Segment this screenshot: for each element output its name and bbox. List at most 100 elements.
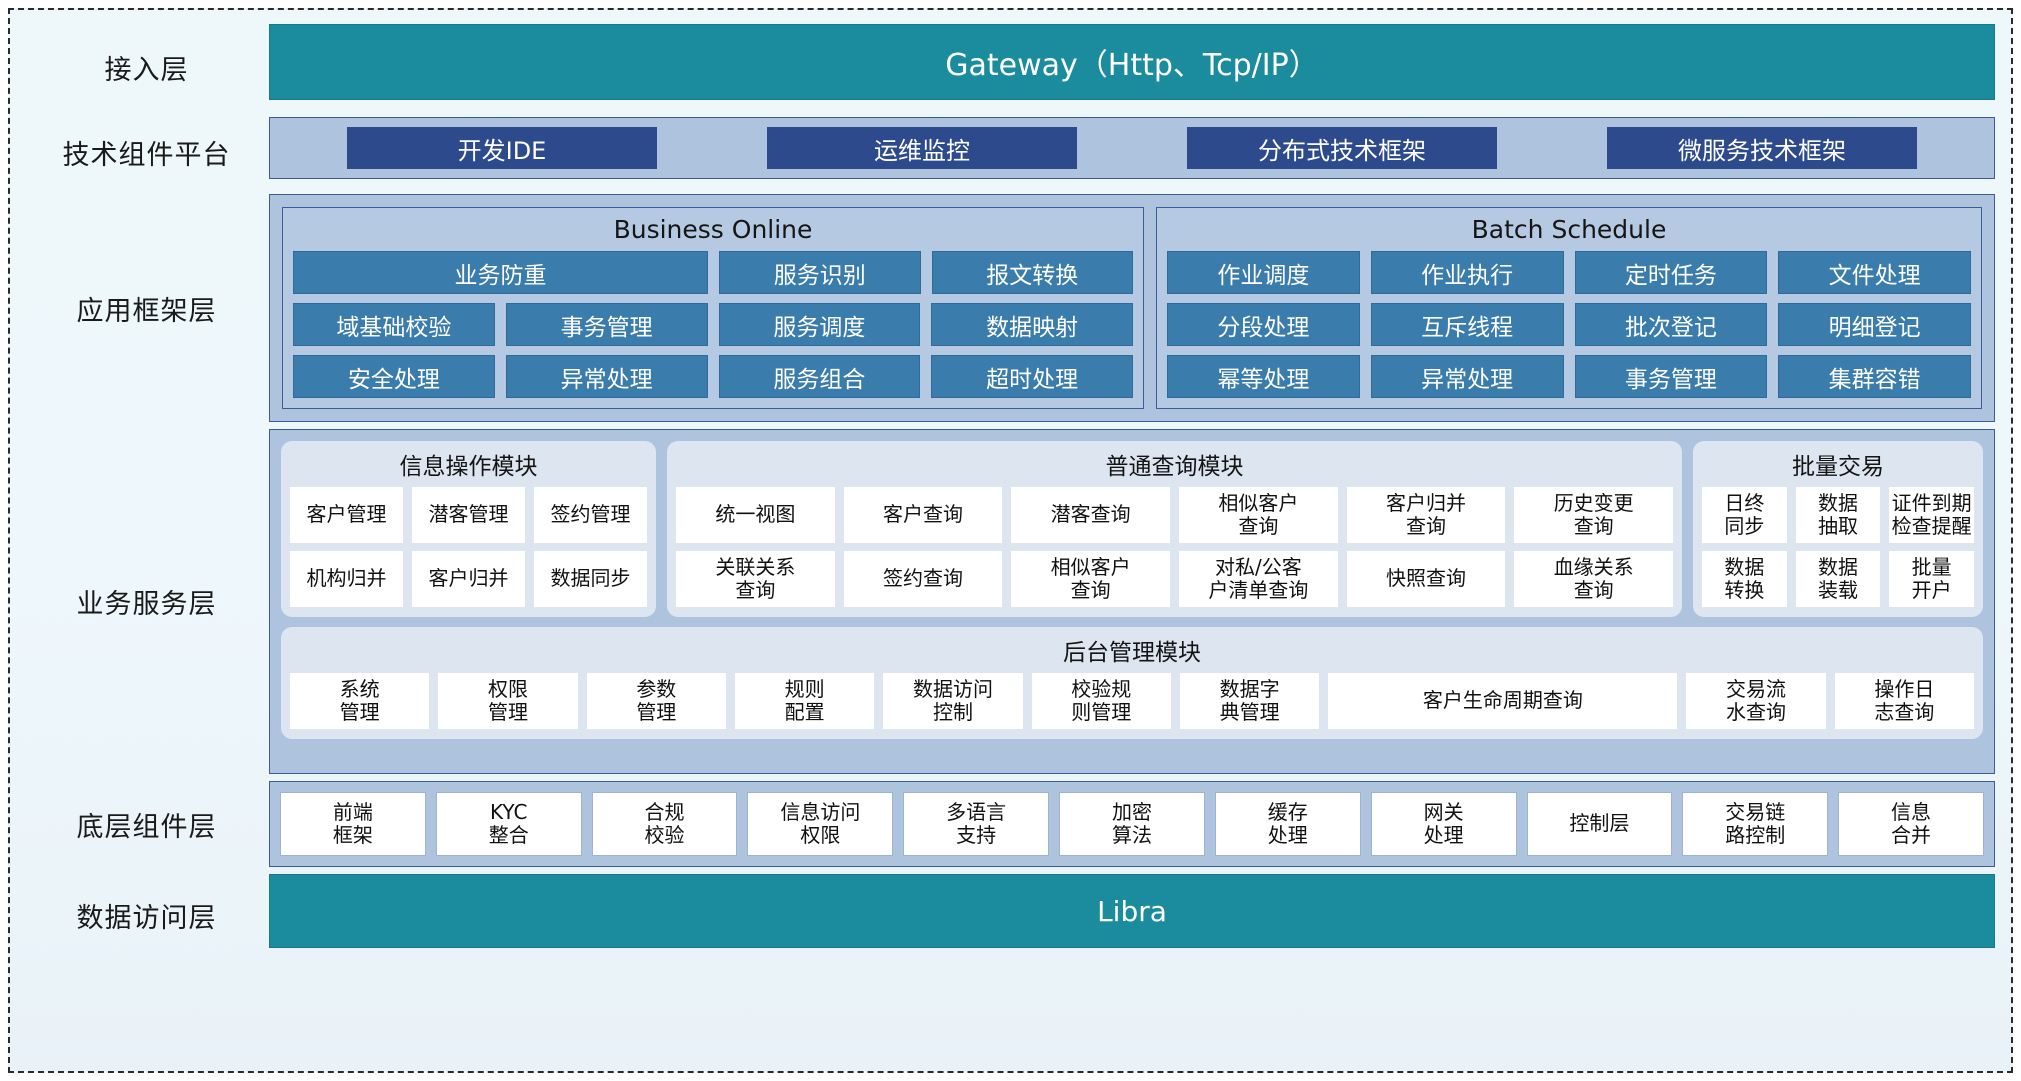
layer-label-access: 接入层 bbox=[104, 54, 189, 86]
appf-cell-service-dispatch[interactable]: 服务调度 bbox=[718, 303, 921, 346]
tech-chip-ide[interactable]: 开发IDE bbox=[347, 127, 657, 169]
appf-cell-job-execute[interactable]: 作业执行 bbox=[1370, 251, 1564, 294]
admin-cell-transaction-flow-query[interactable]: 交易流水查询 bbox=[1686, 673, 1826, 729]
access-layer-body: Gateway（Http、Tcp/IP） bbox=[269, 24, 1995, 110]
group-title-batch-transaction: 批量交易 bbox=[1792, 454, 1884, 480]
appf-cell-domain-basic-check[interactable]: 域基础校验 bbox=[293, 303, 495, 346]
biz-cell-relation-query[interactable]: 关联关系查询 bbox=[676, 551, 835, 607]
comp-cell-transaction-chain-control[interactable]: 交易链路控制 bbox=[1682, 792, 1829, 856]
biz-cell-customer-merge[interactable]: 客户归并 bbox=[412, 551, 525, 607]
comp-cell-multilanguage-support[interactable]: 多语言支持 bbox=[903, 792, 1050, 856]
admin-cell-data-dictionary-mgmt[interactable]: 数据字典管理 bbox=[1179, 673, 1320, 729]
row-access-layer: 接入层 Gateway（Http、Tcp/IP） bbox=[24, 24, 1995, 110]
biz-cell-customer-mgmt[interactable]: 客户管理 bbox=[290, 487, 403, 543]
libra-bar[interactable]: Libra bbox=[269, 874, 1995, 948]
appf-cell-cluster-fault-tolerance[interactable]: 集群容错 bbox=[1778, 355, 1971, 398]
data-access-body: Libra bbox=[269, 874, 1995, 956]
biz-cell-similar-customer-query-2[interactable]: 相似客户查询 bbox=[1011, 551, 1171, 607]
biz-row: 关联关系查询 签约查询 相似客户查询 对私/公客户清单查询 快照查询 血缘关系查… bbox=[676, 551, 1674, 607]
group-title-batch-schedule: Batch Schedule bbox=[1471, 215, 1667, 244]
appf-cell-batch-register[interactable]: 批次登记 bbox=[1574, 303, 1768, 346]
group-batch-transaction: 批量交易 日终同步 数据抽取 证件到期检查提醒 数据转换 数据装载 bbox=[1693, 441, 1983, 617]
appf-cell-service-identify[interactable]: 服务识别 bbox=[718, 251, 921, 294]
biz-cell-eod-sync[interactable]: 日终同步 bbox=[1702, 487, 1787, 543]
admin-cell-permission-mgmt[interactable]: 权限管理 bbox=[438, 673, 578, 729]
biz-cell-unified-view[interactable]: 统一视图 bbox=[676, 487, 835, 543]
appf-cell-transaction-mgmt-online[interactable]: 事务管理 bbox=[505, 303, 708, 346]
appf-cell-job-schedule[interactable]: 作业调度 bbox=[1167, 251, 1360, 294]
appf-cell-business-dedup[interactable]: 业务防重 bbox=[293, 251, 708, 294]
biz-cell-contract-query[interactable]: 签约查询 bbox=[843, 551, 1003, 607]
admin-cell-system-mgmt[interactable]: 系统管理 bbox=[290, 673, 430, 729]
biz-cell-prospect-query[interactable]: 潜客查询 bbox=[1011, 487, 1171, 543]
biz-cell-lineage-query[interactable]: 血缘关系查询 bbox=[1514, 551, 1674, 607]
business-online-rows: 业务防重 服务识别 报文转换 域基础校验 事务管理 服务调度 数据映射 bbox=[293, 251, 1134, 398]
comp-cell-info-access-permission[interactable]: 信息访问权限 bbox=[747, 792, 894, 856]
admin-cell-validation-rule-mgmt[interactable]: 校验规则管理 bbox=[1031, 673, 1171, 729]
comp-cell-control-layer[interactable]: 控制层 bbox=[1526, 792, 1673, 856]
business-service-top: 信息操作模块 客户管理 潜客管理 签约管理 机构归并 客户归并 bbox=[281, 441, 1983, 617]
appf-cell-service-composition[interactable]: 服务组合 bbox=[718, 355, 921, 398]
appf-row: 作业调度 作业执行 定时任务 文件处理 bbox=[1167, 251, 1971, 294]
appf-cell-timeout-process[interactable]: 超时处理 bbox=[931, 355, 1133, 398]
appf-cell-segment-process[interactable]: 分段处理 bbox=[1167, 303, 1360, 346]
biz-cell-batch-account-open[interactable]: 批量开户 bbox=[1889, 551, 1975, 607]
biz-cell-customer-query[interactable]: 客户查询 bbox=[843, 487, 1003, 543]
layer-label-app-framework: 应用框架层 bbox=[76, 295, 217, 327]
admin-cell-data-access-control[interactable]: 数据访问控制 bbox=[883, 673, 1023, 729]
tech-chip-microservice-framework[interactable]: 微服务技术框架 bbox=[1607, 127, 1917, 169]
biz-cell-certificate-expiry-reminder[interactable]: 证件到期检查提醒 bbox=[1889, 487, 1975, 543]
comp-cell-compliance-check[interactable]: 合规校验 bbox=[591, 792, 738, 856]
biz-cell-data-sync[interactable]: 数据同步 bbox=[534, 551, 647, 607]
group-info-operation: 信息操作模块 客户管理 潜客管理 签约管理 机构归并 客户归并 bbox=[281, 441, 656, 617]
biz-cell-contract-mgmt[interactable]: 签约管理 bbox=[534, 487, 647, 543]
biz-cell-similar-customer-query-1[interactable]: 相似客户查询 bbox=[1179, 487, 1338, 543]
admin-cell-operation-log-query[interactable]: 操作日志查询 bbox=[1834, 673, 1975, 729]
biz-cell-prospect-mgmt[interactable]: 潜客管理 bbox=[412, 487, 525, 543]
biz-cell-data-convert[interactable]: 数据转换 bbox=[1702, 551, 1787, 607]
row-business-service: 业务服务层 信息操作模块 客户管理 潜客管理 签约管理 bbox=[24, 429, 1995, 774]
appf-cell-idempotent-process[interactable]: 幂等处理 bbox=[1167, 355, 1360, 398]
batch-transaction-rows: 日终同步 数据抽取 证件到期检查提醒 数据转换 数据装载 批量开户 bbox=[1702, 487, 1975, 607]
biz-row: 日终同步 数据抽取 证件到期检查提醒 bbox=[1702, 487, 1975, 543]
appf-cell-security-process[interactable]: 安全处理 bbox=[293, 355, 495, 398]
appf-cell-transaction-mgmt-batch[interactable]: 事务管理 bbox=[1574, 355, 1768, 398]
appf-cell-exception-process-online[interactable]: 异常处理 bbox=[505, 355, 708, 398]
appf-cell-exception-process-batch[interactable]: 异常处理 bbox=[1370, 355, 1564, 398]
appf-cell-file-process[interactable]: 文件处理 bbox=[1778, 251, 1971, 294]
tech-chip-ops-monitor[interactable]: 运维监控 bbox=[767, 127, 1077, 169]
comp-cell-encryption-algorithm[interactable]: 加密算法 bbox=[1059, 792, 1205, 856]
biz-cell-org-merge[interactable]: 机构归并 bbox=[290, 551, 403, 607]
app-framework-panel: Business Online 业务防重 服务识别 报文转换 域基础校验 事务管… bbox=[269, 194, 1995, 422]
appf-row: 分段处理 互斥线程 批次登记 明细登记 bbox=[1167, 303, 1971, 346]
comp-cell-gateway-processing[interactable]: 网关处理 bbox=[1370, 792, 1517, 856]
admin-cell-rule-config[interactable]: 规则配置 bbox=[734, 673, 875, 729]
appf-cell-detail-register[interactable]: 明细登记 bbox=[1778, 303, 1971, 346]
biz-cell-data-load[interactable]: 数据装载 bbox=[1795, 551, 1881, 607]
biz-cell-customer-merge-query[interactable]: 客户归并查询 bbox=[1346, 487, 1506, 543]
comp-cell-frontend-framework[interactable]: 前端框架 bbox=[280, 792, 426, 856]
appf-cell-scheduled-task[interactable]: 定时任务 bbox=[1574, 251, 1768, 294]
app-framework-body: Business Online 业务防重 服务识别 报文转换 域基础校验 事务管… bbox=[269, 194, 1995, 422]
gateway-bar[interactable]: Gateway（Http、Tcp/IP） bbox=[269, 24, 1995, 100]
biz-row: 数据转换 数据装载 批量开户 bbox=[1702, 551, 1975, 607]
admin-cell-parameter-mgmt[interactable]: 参数管理 bbox=[586, 673, 726, 729]
appf-row: 幂等处理 异常处理 事务管理 集群容错 bbox=[1167, 355, 1971, 398]
info-operation-rows: 客户管理 潜客管理 签约管理 机构归并 客户归并 数据同步 bbox=[290, 487, 647, 607]
biz-cell-history-change-query[interactable]: 历史变更查询 bbox=[1514, 487, 1674, 543]
tech-platform-panel: 开发IDE 运维监控 分布式技术框架 微服务技术框架 bbox=[269, 117, 1995, 179]
comp-cell-info-merge[interactable]: 信息合并 bbox=[1838, 792, 1984, 856]
appf-cell-data-mapping[interactable]: 数据映射 bbox=[931, 303, 1133, 346]
layer-label-tech-platform: 技术组件平台 bbox=[62, 139, 231, 171]
group-business-online: Business Online 业务防重 服务识别 报文转换 域基础校验 事务管… bbox=[282, 207, 1144, 409]
biz-cell-private-public-list-query[interactable]: 对私/公客户清单查询 bbox=[1179, 551, 1338, 607]
tech-chip-distributed-framework[interactable]: 分布式技术框架 bbox=[1187, 127, 1497, 169]
appf-cell-message-convert[interactable]: 报文转换 bbox=[931, 251, 1134, 294]
appf-cell-mutex-thread[interactable]: 互斥线程 bbox=[1370, 303, 1564, 346]
biz-cell-data-extract[interactable]: 数据抽取 bbox=[1795, 487, 1881, 543]
comp-cell-cache-processing[interactable]: 缓存处理 bbox=[1214, 792, 1361, 856]
biz-cell-snapshot-query[interactable]: 快照查询 bbox=[1346, 551, 1506, 607]
admin-cell-customer-lifecycle-query[interactable]: 客户生命周期查询 bbox=[1328, 673, 1678, 729]
